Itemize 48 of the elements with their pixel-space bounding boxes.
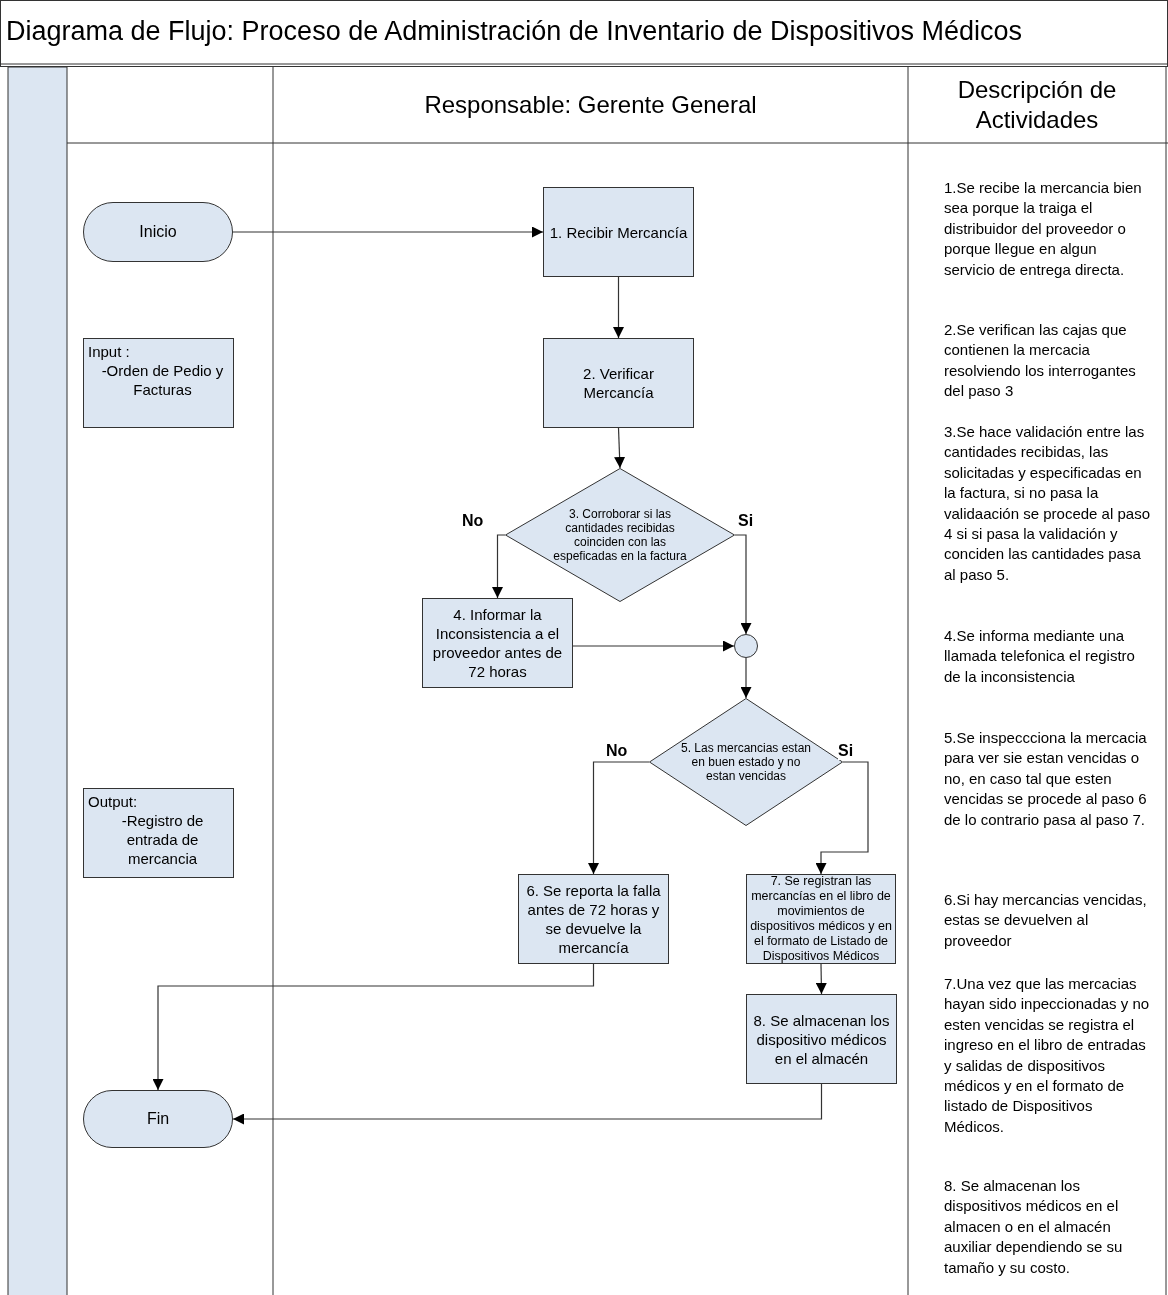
activity-description: 8. Se almacenan los dispositivos médicos en el almacen o en el almacén auxiliar dependiendo se su tamaño y su costo. xyxy=(944,1176,1124,1278)
arrow xyxy=(232,1083,823,1125)
activity-description: 5.Se inspeccciona la mercacia para ver sie estan vencidas o no, en caso tal que esten vencidas se procede al paso 6 de lo contrario pasa al paso 7. xyxy=(944,728,1148,830)
activity-description: 3.Se hace validación entre las cantidades recibidas, las solicitadas y especificadas en la factura, si no pasa la validaación se procede al paso 4 si si pasa la validación y conciden las cantidades pasa al paso 5. xyxy=(944,422,1150,585)
connector-circle xyxy=(734,634,758,658)
note-box xyxy=(83,338,234,428)
arrow xyxy=(572,640,735,652)
process-box xyxy=(543,187,694,277)
diagram-title: Diagrama de Flujo: Proceso de Administración de Inventario de Dispositivos Médicos xyxy=(6,16,1023,47)
arrow xyxy=(740,657,752,699)
column-header: Responsable: Gerente General xyxy=(423,90,758,120)
node-text: 2. Verificar Mercancía xyxy=(582,364,655,402)
decision-diamond xyxy=(505,468,735,602)
note-text: -Registro de entrada de mercancia xyxy=(120,811,205,868)
arrow xyxy=(614,427,626,469)
node-text: 3. Corroborar si las cantidades recibidas coinciden con las espeficadas en la factura xyxy=(552,507,688,563)
activity-description: 1.Se recibe la mercancia bien sea porque la traiga el distribuidor del proveedor o porque llegue en algun servicio de entrega directa. xyxy=(944,178,1143,280)
note-box xyxy=(83,788,234,878)
process-box xyxy=(746,994,897,1084)
process-box xyxy=(543,338,694,428)
arrow xyxy=(815,963,827,995)
arrow xyxy=(613,276,624,339)
note-text: -Orden de Pedio y Facturas xyxy=(100,361,225,399)
process-box xyxy=(518,874,669,964)
arrow xyxy=(588,761,650,875)
edge-label: Si xyxy=(838,742,854,760)
column-header: Descripción de Actividades xyxy=(956,75,1118,135)
arrow xyxy=(232,226,544,238)
arrow xyxy=(152,963,595,1091)
activity-description: 2.Se verifican las cajas que contienen la mercacia resolviendo los interrogantes del paso 3 xyxy=(944,320,1137,402)
process-box xyxy=(422,598,573,688)
node-text: 6. Se reporta la falla antes de 72 horas y se devuelve la mercancía xyxy=(525,881,662,957)
terminator xyxy=(83,202,233,262)
activity-description: 4.Se informa mediante una llamada telefonica el registro de la inconsistencia xyxy=(944,626,1136,687)
node-text: 7. Se registran las mercancías en el libro de movimientos de dispositivos médicos y en el formato de Listado de Dispositivos Médicos xyxy=(749,874,893,964)
node-text: 8. Se almacenan los dispositivo médicos en el almacén xyxy=(752,1010,891,1068)
activity-description: 7.Una vez que las mercacias hayan sido inpeccionadas y no esten vencidas se registra el ingreso en el libro de entradas y salidas de dispositivos médicos y en el formato de listado de Dispositivos Médicos. xyxy=(944,974,1150,1137)
node-text: 4. Informar la Inconsistencia a el proveedor antes de 72 horas xyxy=(431,605,564,681)
node-text: 5. Las mercancias estan en buen estado y no estan vencidas xyxy=(680,741,812,783)
node-text: Inicio xyxy=(139,223,177,241)
node-text: Fin xyxy=(146,1110,170,1128)
arrow xyxy=(492,534,506,599)
arrow xyxy=(815,761,869,875)
arrow xyxy=(734,534,752,635)
node-text: 1. Recibir Mercancía xyxy=(549,222,688,242)
activity-description: 6.Si hay mercancias vencidas, estas se devuelven al proveedor xyxy=(944,890,1148,951)
note-heading: Output: xyxy=(88,792,139,811)
note-heading: Input : xyxy=(88,342,131,361)
